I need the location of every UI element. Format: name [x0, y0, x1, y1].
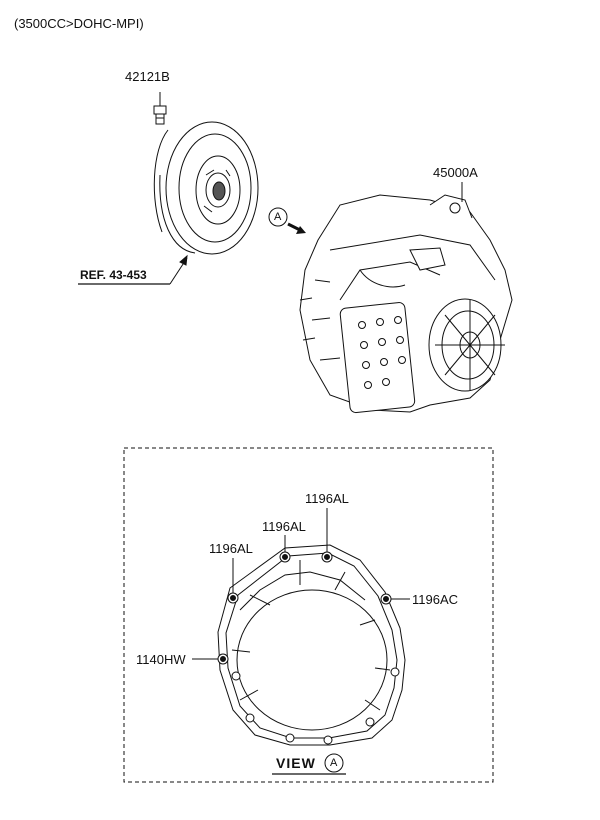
- view-a-frame: [123, 447, 494, 783]
- label-1140hw-left: 1140HW: [136, 652, 186, 667]
- engine-spec-header: (3500CC>DOHC-MPI): [14, 16, 144, 31]
- label-1196ac-right: 1196AC: [412, 592, 459, 607]
- transaxle-assembly: [299, 194, 513, 414]
- torque-converter: [153, 121, 259, 255]
- bolt-42121b: [153, 92, 167, 125]
- view-title: VIEW: [276, 755, 316, 771]
- bolt-holes: [217, 551, 400, 745]
- view-a-marker: [268, 207, 306, 234]
- label-1196al-mid: 1196AL: [262, 519, 306, 534]
- reference-label: REF. 43-453: [80, 268, 147, 282]
- part-label-42121b: 42121B: [125, 69, 170, 84]
- label-1196al-left: 1196AL: [209, 541, 253, 556]
- part-label-45000a: 45000A: [433, 165, 478, 180]
- view-title-marker: A: [330, 757, 338, 769]
- view-marker-letter: A: [274, 211, 282, 223]
- view-title-marker-circle: [324, 753, 344, 773]
- bell-housing-outline: [217, 544, 406, 746]
- reference-leader: [78, 254, 188, 285]
- label-1196al-top: 1196AL: [305, 491, 349, 506]
- view-leaders: [192, 508, 410, 660]
